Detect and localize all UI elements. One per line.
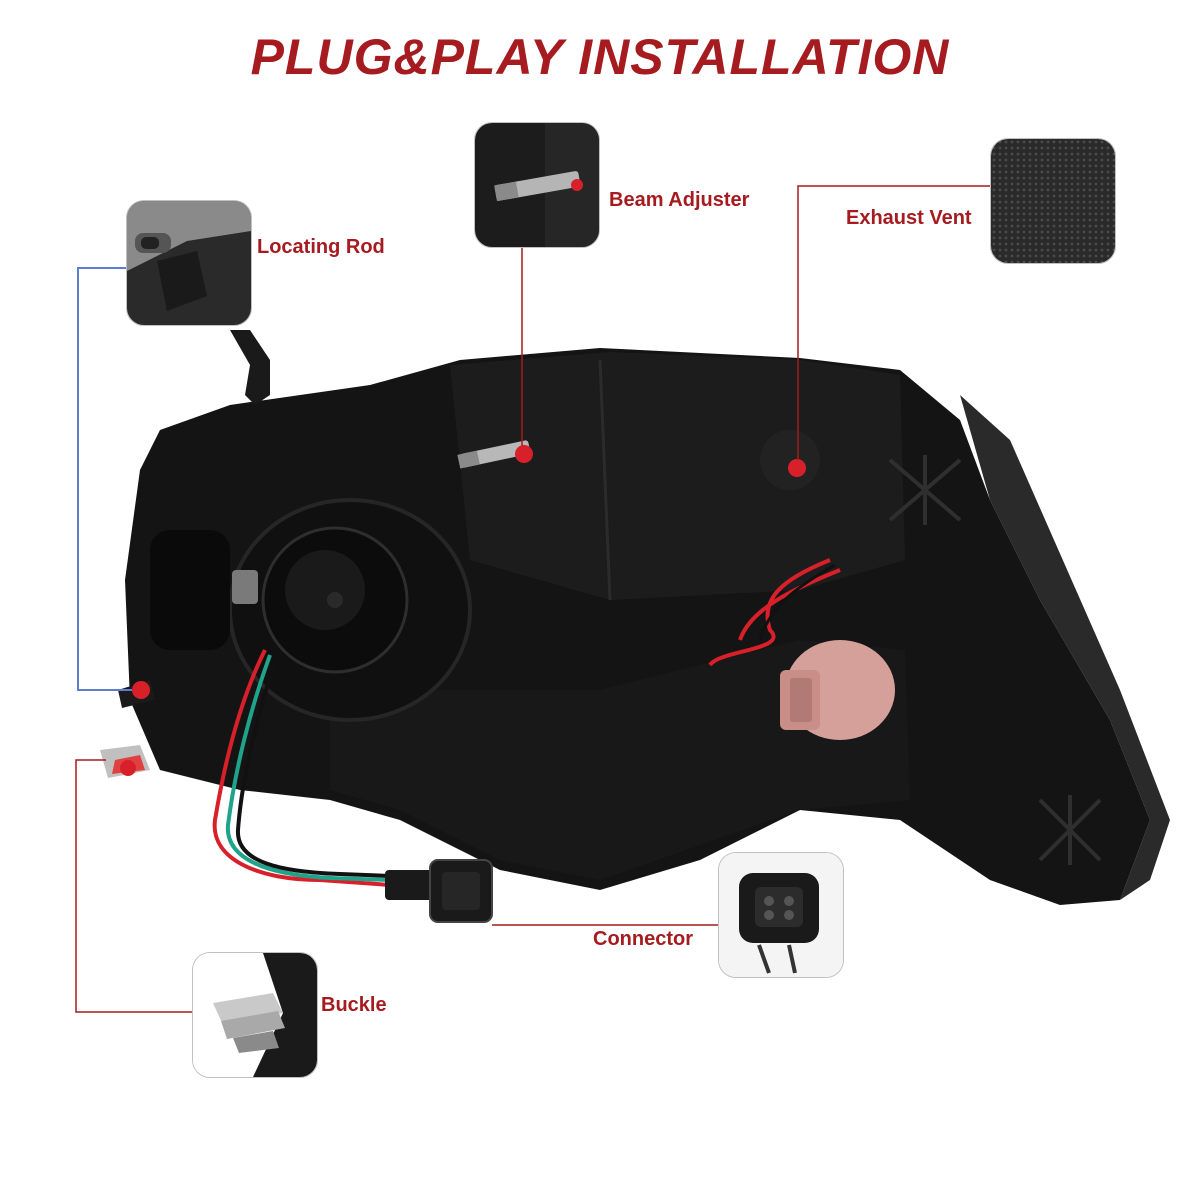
marker-buckle (120, 760, 136, 776)
label-buckle: Buckle (321, 994, 387, 1016)
beam-adjuster-screw (457, 440, 531, 469)
thumbnail-beam-adjuster (474, 122, 600, 248)
marker-beam-adjuster (515, 445, 533, 463)
thumbnail-locating-rod (126, 200, 252, 326)
mounting-bracket (230, 330, 270, 405)
thumbnail-buckle (192, 952, 318, 1078)
label-exhaust-vent: Exhaust Vent (846, 207, 972, 229)
thumbnail-connector (718, 852, 844, 978)
lower-block (330, 640, 910, 880)
upper-block (450, 352, 905, 600)
harness-plug (385, 859, 493, 923)
marker-exhaust-vent (788, 459, 806, 477)
label-locating-rod: Locating Rod (257, 236, 385, 258)
page-title: PLUG&PLAY INSTALLATION (250, 29, 950, 85)
lens-edge (960, 395, 1170, 900)
marker-locating-rod (132, 681, 150, 699)
label-beam-adjuster: Beam Adjuster (609, 189, 750, 211)
thumbnail-exhaust-vent (990, 138, 1116, 264)
bulb-socket-connector (780, 640, 895, 740)
label-connector: Connector (593, 928, 693, 950)
